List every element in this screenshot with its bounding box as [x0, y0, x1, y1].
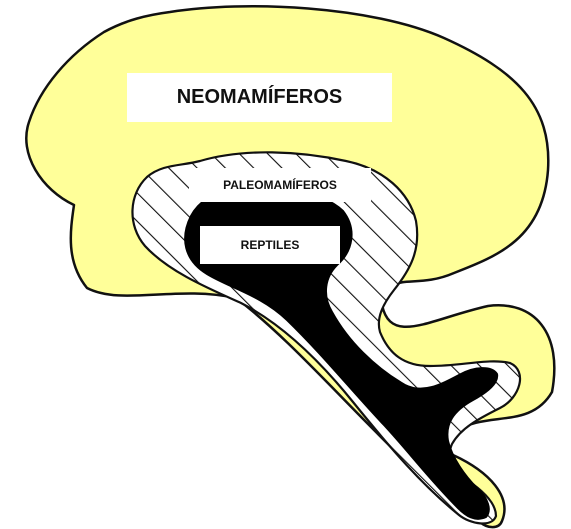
reptile-label: REPTILES	[200, 226, 340, 264]
paleomammal-label: PALEOMAMÍFEROS	[189, 168, 371, 202]
neomammal-label: NEOMAMÍFEROS	[127, 73, 392, 122]
